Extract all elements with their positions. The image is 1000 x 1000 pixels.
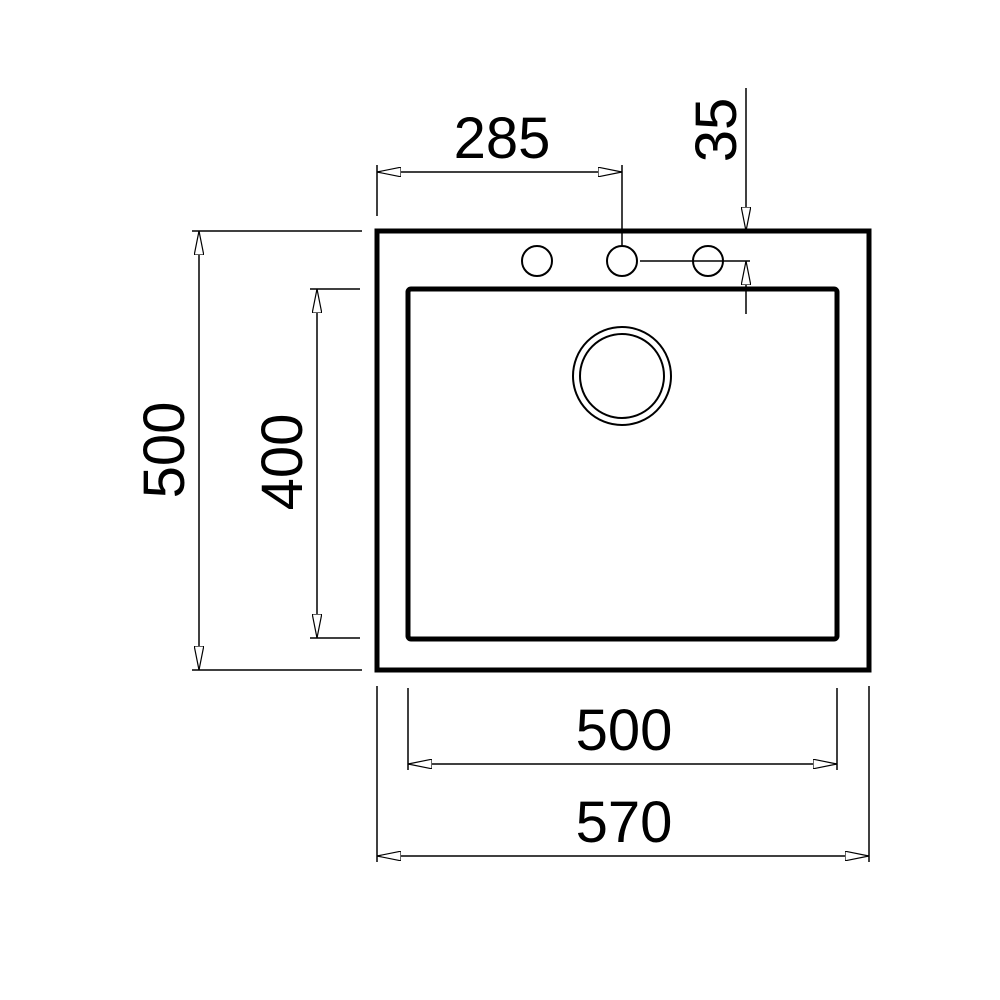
sink-outline bbox=[374, 228, 872, 673]
dimension-top-hole-offset: 285 bbox=[376, 106, 623, 246]
dimension-overall-depth: 500 bbox=[132, 230, 362, 671]
dimension-label: 570 bbox=[576, 790, 673, 855]
dimension-label: 400 bbox=[250, 414, 315, 511]
drain bbox=[572, 326, 672, 426]
drain-inner-ring bbox=[579, 333, 665, 419]
dimension-bowl-width: 500 bbox=[407, 688, 838, 770]
dimension-hole-edge-offset: 35 bbox=[640, 88, 750, 314]
dimension-bowl-depth: 400 bbox=[250, 288, 360, 639]
dimension-label: 285 bbox=[454, 106, 551, 171]
sink-outer-rim bbox=[374, 228, 872, 673]
sink-bowl bbox=[405, 286, 840, 642]
dimension-label: 500 bbox=[132, 402, 197, 499]
tap-hole-left bbox=[521, 245, 553, 277]
dimension-label: 35 bbox=[684, 98, 749, 163]
dimension-overall-width: 570 bbox=[376, 686, 870, 862]
tap-hole-center bbox=[606, 245, 638, 277]
dimension-label: 500 bbox=[576, 698, 673, 763]
drain-outer-ring bbox=[572, 326, 672, 426]
